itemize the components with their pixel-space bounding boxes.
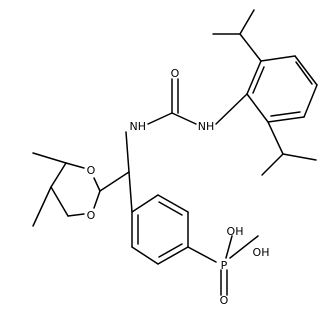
atom-labels: O NH NH O O OH OH P O [87, 67, 270, 307]
hydroxyl-2-label: OH [253, 246, 270, 259]
urea-linker [125, 78, 248, 173]
phosphonic-acid-group [187, 235, 259, 296]
nh-left-label: NH [130, 120, 147, 133]
isopropyl-top [212, 9, 262, 62]
phenylene-ring [128, 171, 189, 265]
diisopropylphenyl-ring [246, 55, 318, 123]
isopropyl-bottom [261, 121, 317, 176]
carbonyl-oxygen-label: O [171, 67, 180, 80]
nh-right-label: NH [198, 120, 215, 133]
dioxolane-ring [32, 152, 130, 227]
phosphoryl-oxygen-label: O [220, 294, 229, 307]
hydroxyl-1-label: OH [227, 225, 244, 238]
ring-oxygen-bottom-label: O [87, 209, 96, 222]
ring-oxygen-top-label: O [87, 164, 96, 177]
phosphorus-label: P [221, 259, 228, 272]
